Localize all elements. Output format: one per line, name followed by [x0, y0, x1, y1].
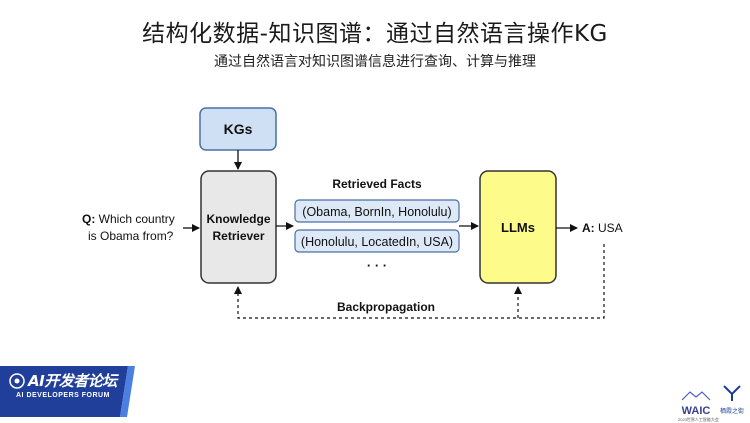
question-prefix: Q: [82, 212, 95, 226]
backprop-line [234, 244, 605, 319]
answer: A: USA [582, 221, 623, 235]
forum-mark-icon [9, 373, 25, 389]
question-text-1: Which country [95, 212, 174, 226]
waic-text: WAIC [681, 405, 711, 417]
waic-subtitle: 2023世界人工智能大会 [678, 417, 719, 422]
knowledge-retriever-box [200, 170, 277, 284]
xiyuan-mark-icon [723, 385, 741, 401]
question-line2: is Obama from? [88, 229, 174, 243]
fact-box-1 [294, 199, 460, 223]
kgs-label: KGs [224, 121, 253, 137]
question-line1: Q: Which country [82, 212, 175, 226]
retriever-label-line1: Knowledge [206, 212, 270, 226]
retrieved-facts-title: Retrieved Facts [332, 177, 422, 191]
retriever-label-line2: Retriever [212, 229, 264, 243]
backprop-label: Backpropagation [337, 300, 435, 314]
xiyuan-logo: 栖霞之街 [718, 384, 746, 415]
answer-value: USA [595, 221, 623, 235]
footer-band [0, 366, 128, 417]
forum-name-cn: AI开发者论坛 [28, 372, 117, 390]
forum-name-en: AI DEVELOPERS FORUM [16, 392, 110, 399]
slide-subtitle: 通过自然语言对知识图谱信息进行查询、计算与推理 [214, 54, 536, 70]
forum-logo: AI开发者论坛 AI DEVELOPERS FORUM [6, 370, 131, 410]
fact-box-2 [294, 229, 460, 253]
slide-title: 结构化数据-知识图谱：通过自然语言操作KG [142, 21, 608, 47]
llms-label: LLMs [501, 220, 535, 235]
footer-accent [120, 366, 135, 417]
xiyuan-text: 栖霞之街 [719, 408, 744, 415]
facts-ellipsis: · · · [367, 258, 387, 273]
waic-logo: WAIC 2023世界人工智能大会 [678, 386, 719, 422]
llms-box [479, 170, 557, 284]
answer-prefix: A: [582, 221, 595, 235]
waic-mark-icon [681, 391, 711, 401]
fact-text-1: (Obama, BornIn, Honolulu) [302, 205, 451, 219]
fact-text-2: (Honolulu, LocatedIn, USA) [301, 235, 453, 249]
